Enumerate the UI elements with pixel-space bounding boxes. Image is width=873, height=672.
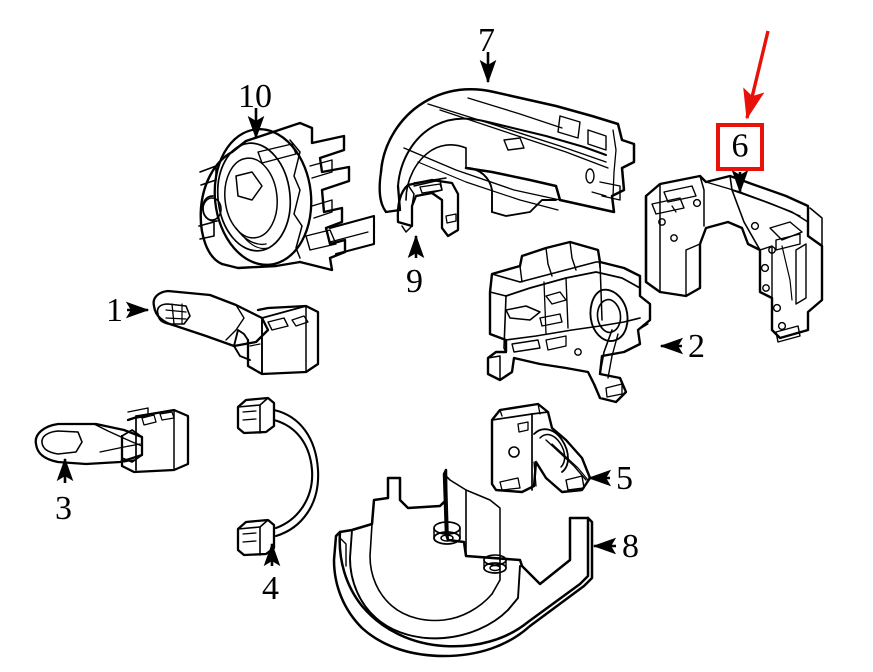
callout-leader-lines (56, 52, 749, 567)
red-arrow-line (743, 30, 770, 120)
part-8-lower-shroud (332, 468, 594, 658)
part-5-cruise-control-switch (490, 402, 592, 494)
callout-label-2: 2 (688, 328, 705, 365)
part-1-turn-signal-switch (152, 289, 320, 376)
part-9-trim-bezel (396, 177, 460, 238)
callout-label-7: 7 (478, 22, 495, 59)
callout-label-8: 8 (622, 528, 639, 565)
callout-label-10: 10 (238, 78, 272, 115)
callout-label-9: 9 (406, 263, 423, 300)
part-10-clockspring (198, 121, 376, 272)
callout-label-4: 4 (262, 570, 279, 607)
callout-label-5: 5 (616, 460, 633, 497)
part-4-wiring-harness-jumper (236, 396, 320, 557)
callout-label-1: 1 (106, 292, 123, 329)
callout-label-3: 3 (55, 490, 72, 527)
callout-label-6: 6 (731, 127, 749, 165)
part-6-column-bracket (644, 174, 824, 343)
part-3-wiper-switch-lever (34, 407, 190, 474)
highlighted-part-6-box[interactable]: 6 (716, 123, 764, 171)
part-2-ignition-lock-housing (486, 240, 652, 404)
highlight-pointer-arrow (743, 30, 770, 120)
part-7-upper-shroud (378, 88, 636, 217)
